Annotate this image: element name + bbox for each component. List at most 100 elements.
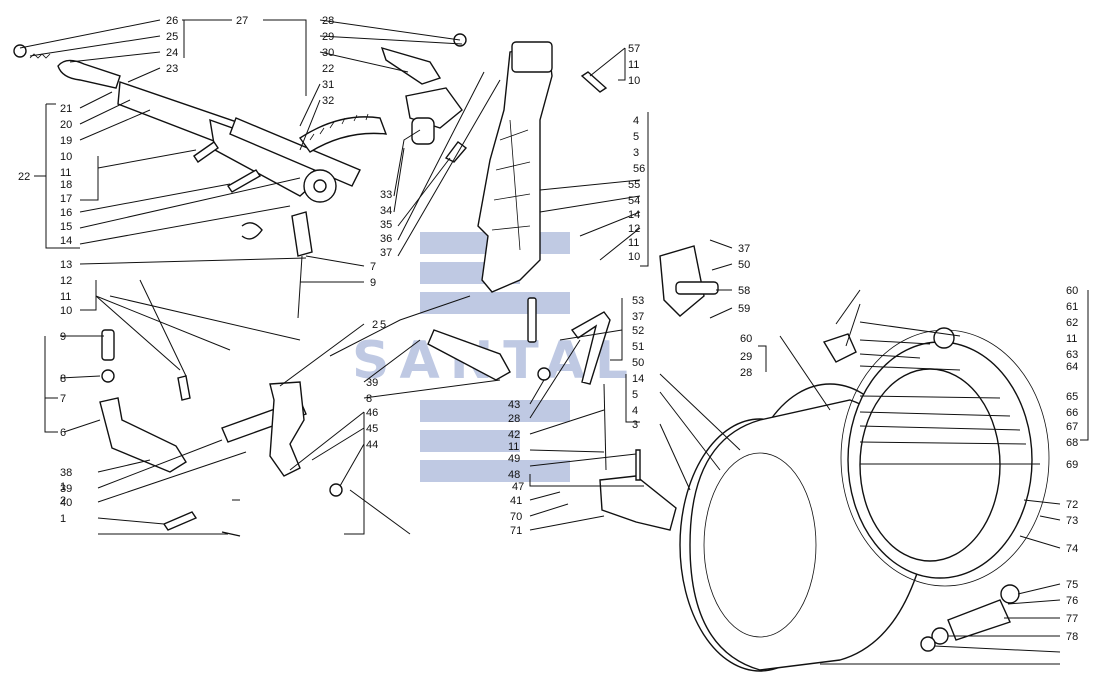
link-rod-long (229, 117, 361, 187)
part-number-label: 70 (510, 511, 522, 523)
washer-61 (933, 327, 955, 349)
part-number-label: 25 (166, 31, 178, 43)
lever-6 (99, 397, 187, 473)
part-number-label: 58 (738, 285, 750, 297)
part-number-label: 67 (1066, 421, 1078, 433)
part-number-label: 45 (366, 423, 378, 435)
part-number-label: 48 (508, 469, 520, 481)
part-number-label: 37 (380, 247, 392, 259)
part-number-label: 44 (366, 439, 378, 451)
nut-73 (1000, 584, 1020, 604)
part-number-label: 39 (366, 377, 378, 389)
part-number-label: 1 (60, 481, 66, 493)
part-number-label: 72 (1066, 499, 1078, 511)
part-number-label: 47 (512, 481, 524, 493)
part-number-label: 41 (510, 495, 522, 507)
part-number-label: 74 (1066, 543, 1078, 555)
part-number-label: 52 (632, 325, 644, 337)
part-number-label: 1 (60, 513, 66, 525)
part-number-label: 21 (60, 103, 72, 115)
part-number-label: 10 (628, 251, 640, 263)
pin-9-lower (101, 329, 115, 361)
part-number-label: 32 (322, 95, 334, 107)
part-number-label: 3 (633, 147, 639, 159)
part-number-label: 49 (508, 453, 520, 465)
pivot-eye-left (13, 44, 27, 58)
part-number-label: 76 (1066, 595, 1078, 607)
bolt-2 (162, 511, 198, 531)
part-number-label: 37 (738, 243, 750, 255)
part-number-label: 28 (508, 413, 520, 425)
part-number-label: 51 (632, 341, 644, 353)
bushing-33 (411, 117, 435, 145)
part-number-label: 17 (60, 193, 72, 205)
washer-46 (537, 367, 551, 381)
part-number-label: 2 (372, 319, 378, 331)
bell-crank-5 (269, 381, 305, 477)
shaft-58 (675, 281, 719, 295)
parts-drawing (13, 33, 1050, 672)
part-number-label: 11 (628, 237, 639, 249)
part-number-label: 63 (1066, 349, 1078, 361)
pedal-lever-ribs (491, 119, 531, 251)
part-number-label: 22 (322, 63, 334, 75)
part-number-label: 42 (508, 429, 520, 441)
clip-13 (241, 222, 263, 240)
part-number-label: 14 (60, 235, 72, 247)
cam-lever-60 (822, 333, 857, 363)
part-number-label: 4 (633, 115, 639, 127)
part-number-label: 30 (322, 47, 334, 59)
part-number-label: 62 (1066, 317, 1078, 329)
part-number-label: 7 (370, 261, 376, 273)
part-number-label: 33 (380, 189, 392, 201)
part-number-label: 14 (628, 209, 640, 221)
part-number-label: 75 (1066, 579, 1078, 591)
part-number-label: 5 (632, 389, 638, 401)
part-number-label: 35 (380, 219, 392, 231)
clevis-38 (427, 329, 511, 381)
part-number-label: 5 (633, 131, 639, 143)
part-number-label: 10 (60, 305, 72, 317)
part-number-label: 11 (60, 291, 71, 303)
part-number-label: 11 (508, 441, 519, 453)
part-number-label: 24 (166, 47, 178, 59)
adjuster-75 (947, 599, 1011, 641)
handle-grip (57, 59, 121, 89)
part-number-label: 60 (740, 333, 752, 345)
link-45 (570, 311, 611, 385)
part-number-label: 46 (366, 407, 378, 419)
part-number-label: 39 (60, 483, 72, 495)
part-number-label: 56 (633, 163, 645, 175)
part-number-label: 50 (738, 259, 750, 271)
part-number-label: 5 (380, 319, 386, 331)
part-number-label: 57 (628, 43, 640, 55)
part-number-label: 9 (370, 277, 376, 289)
part-number-label: 9 (60, 331, 66, 343)
part-number-label: 38 (60, 467, 72, 479)
part-number-label: 12 (60, 275, 72, 287)
part-number-label: 60 (1066, 285, 1078, 297)
chain-44 (603, 383, 607, 471)
part-number-label: 26 (166, 15, 178, 27)
rod-9 (297, 255, 303, 319)
part-number-label: 73 (1066, 515, 1078, 527)
part-number-label: 11 (60, 167, 71, 179)
bolt-12 (177, 375, 191, 401)
part-number-label: 10 (628, 75, 640, 87)
part-number-label: 37 (632, 311, 644, 323)
part-number-label: 16 (60, 207, 72, 219)
part-number-label: 29 (740, 351, 752, 363)
part-number-label: 31 (322, 79, 334, 91)
nut-8-lower (329, 483, 343, 497)
part-number-label: 53 (632, 295, 644, 307)
part-number-label: 34 (380, 205, 392, 217)
part-number-label: 78 (1066, 631, 1078, 643)
drum-ribs (703, 452, 817, 638)
part-number-label: 3 (632, 419, 638, 431)
part-number-label: 71 (510, 525, 522, 537)
part-number-label: 22 (18, 171, 30, 183)
pedal-top-block (511, 41, 553, 73)
part-number-label: 14 (632, 373, 644, 385)
spring-left (29, 53, 51, 59)
